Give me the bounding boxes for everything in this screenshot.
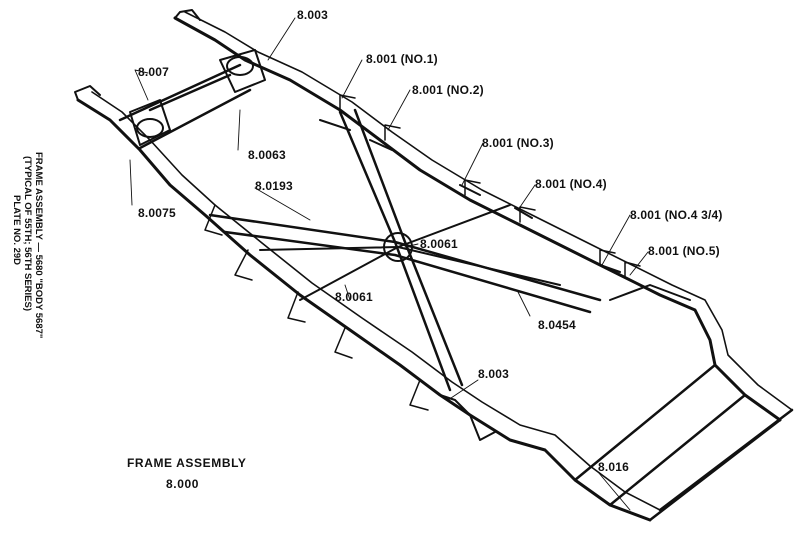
callout-8003-bottom: 8.003 xyxy=(478,367,510,381)
callout-80193: 8.0193 xyxy=(255,179,293,193)
callout-8001-no5: 8.001 (NO.5) xyxy=(648,244,720,258)
diagram-title-number: 8.000 xyxy=(166,477,200,491)
front-cross-member xyxy=(118,63,252,150)
callout-80061-b: 8.0061 xyxy=(335,290,373,304)
callout-8001-no2: 8.001 (NO.2) xyxy=(412,83,484,97)
diagram-title: FRAME ASSEMBLY xyxy=(127,456,247,470)
callout-80063: 8.0063 xyxy=(248,148,286,162)
right-side-rail xyxy=(173,16,782,422)
callout-8001-no4: 8.001 (NO.4) xyxy=(535,177,607,191)
side-caption-line-2: (TYPICAL OF 55TH; 56TH SERIES) xyxy=(22,156,33,311)
callout-80061-a: 8.0061 xyxy=(420,237,458,251)
callout-8001-no4-3-4: 8.001 (NO.4 3/4) xyxy=(630,208,723,222)
callout-80454: 8.0454 xyxy=(538,318,576,332)
side-caption-line-1: FRAME ASSEMBLY — 5680 "BODY 5687" xyxy=(33,152,44,338)
left-side-rail xyxy=(76,98,652,522)
callout-8016: 8.016 xyxy=(598,460,630,474)
callout-8001-no1: 8.001 (NO.1) xyxy=(366,52,438,66)
side-caption: FRAME ASSEMBLY — 5680 "BODY 5687" (TYPIC… xyxy=(6,150,46,450)
rear-cross-member xyxy=(573,363,794,522)
callout-8007: 8.007 xyxy=(138,65,170,79)
callout-8003-top: 8.003 xyxy=(297,8,329,22)
side-caption-line-3: PLATE NO. 29D xyxy=(11,195,22,265)
x-member xyxy=(208,108,602,392)
callout-8001-no3: 8.001 (NO.3) xyxy=(482,136,554,150)
callout-80075: 8.0075 xyxy=(138,206,176,220)
